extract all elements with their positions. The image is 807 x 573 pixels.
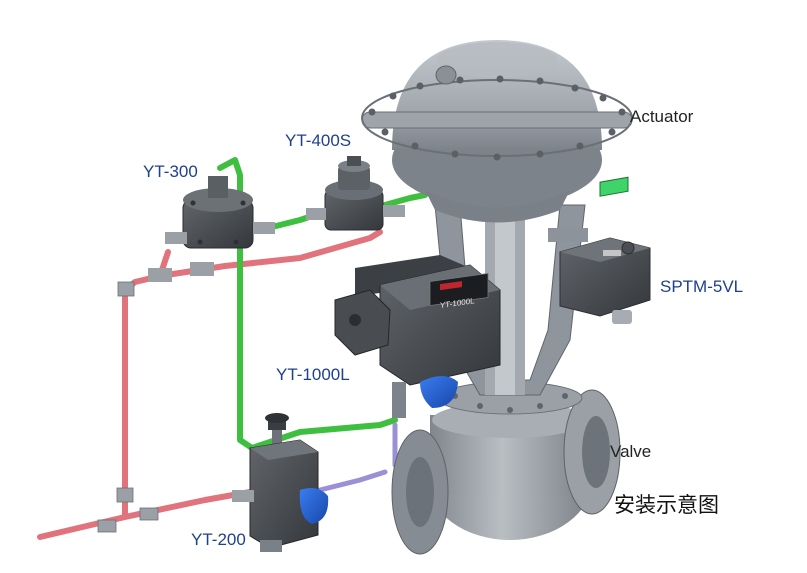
actuator-label: Actuator — [630, 107, 694, 126]
yt-300-label: YT-300 — [143, 162, 198, 181]
actuator — [361, 40, 633, 223]
valve-body — [391, 381, 621, 555]
yt-200-filter-regulator — [232, 413, 329, 552]
tube-fittings — [97, 281, 159, 533]
yt-300-lockup-valve — [148, 176, 275, 282]
sptm-5vl-transmitter — [548, 176, 651, 324]
yt-400s-booster — [306, 156, 405, 231]
yt-400s-label: YT-400S — [285, 131, 352, 150]
output-air-tubing — [317, 422, 398, 493]
yt-1000l-label: YT-1000L — [276, 365, 350, 384]
valve-label: Valve — [610, 442, 652, 461]
yt-1000l-positioner: YT-1000L — [334, 255, 501, 418]
diagram-caption: 安装示意图 — [614, 493, 719, 517]
yt-200-label: YT-200 — [191, 530, 246, 549]
sptm-5vl-label: SPTM-5VL — [660, 277, 744, 296]
